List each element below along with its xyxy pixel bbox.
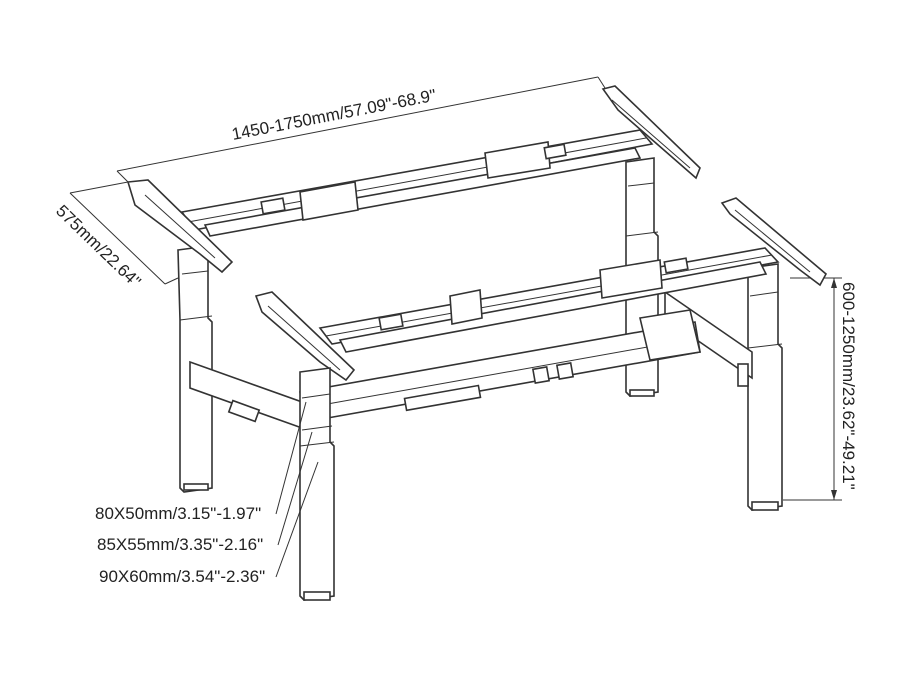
leg-callouts: 80X50mm/3.15"-1.97" 85X55mm/3.35"-2.16" … (95, 401, 319, 586)
height-dimension: 600-1250mm/23.62"-49.21" (783, 277, 858, 501)
leg-section-middle: 85X55mm/3.35"-2.16" (97, 535, 263, 554)
depth-label: 575mm/22.64" (52, 201, 144, 291)
height-label: 600-1250mm/23.62"-49.21" (839, 282, 858, 490)
front-frame (254, 197, 828, 601)
leg-section-bottom: 90X60mm/3.54"-2.36" (99, 567, 265, 586)
leg-section-top: 80X50mm/3.15"-1.97" (95, 504, 261, 523)
